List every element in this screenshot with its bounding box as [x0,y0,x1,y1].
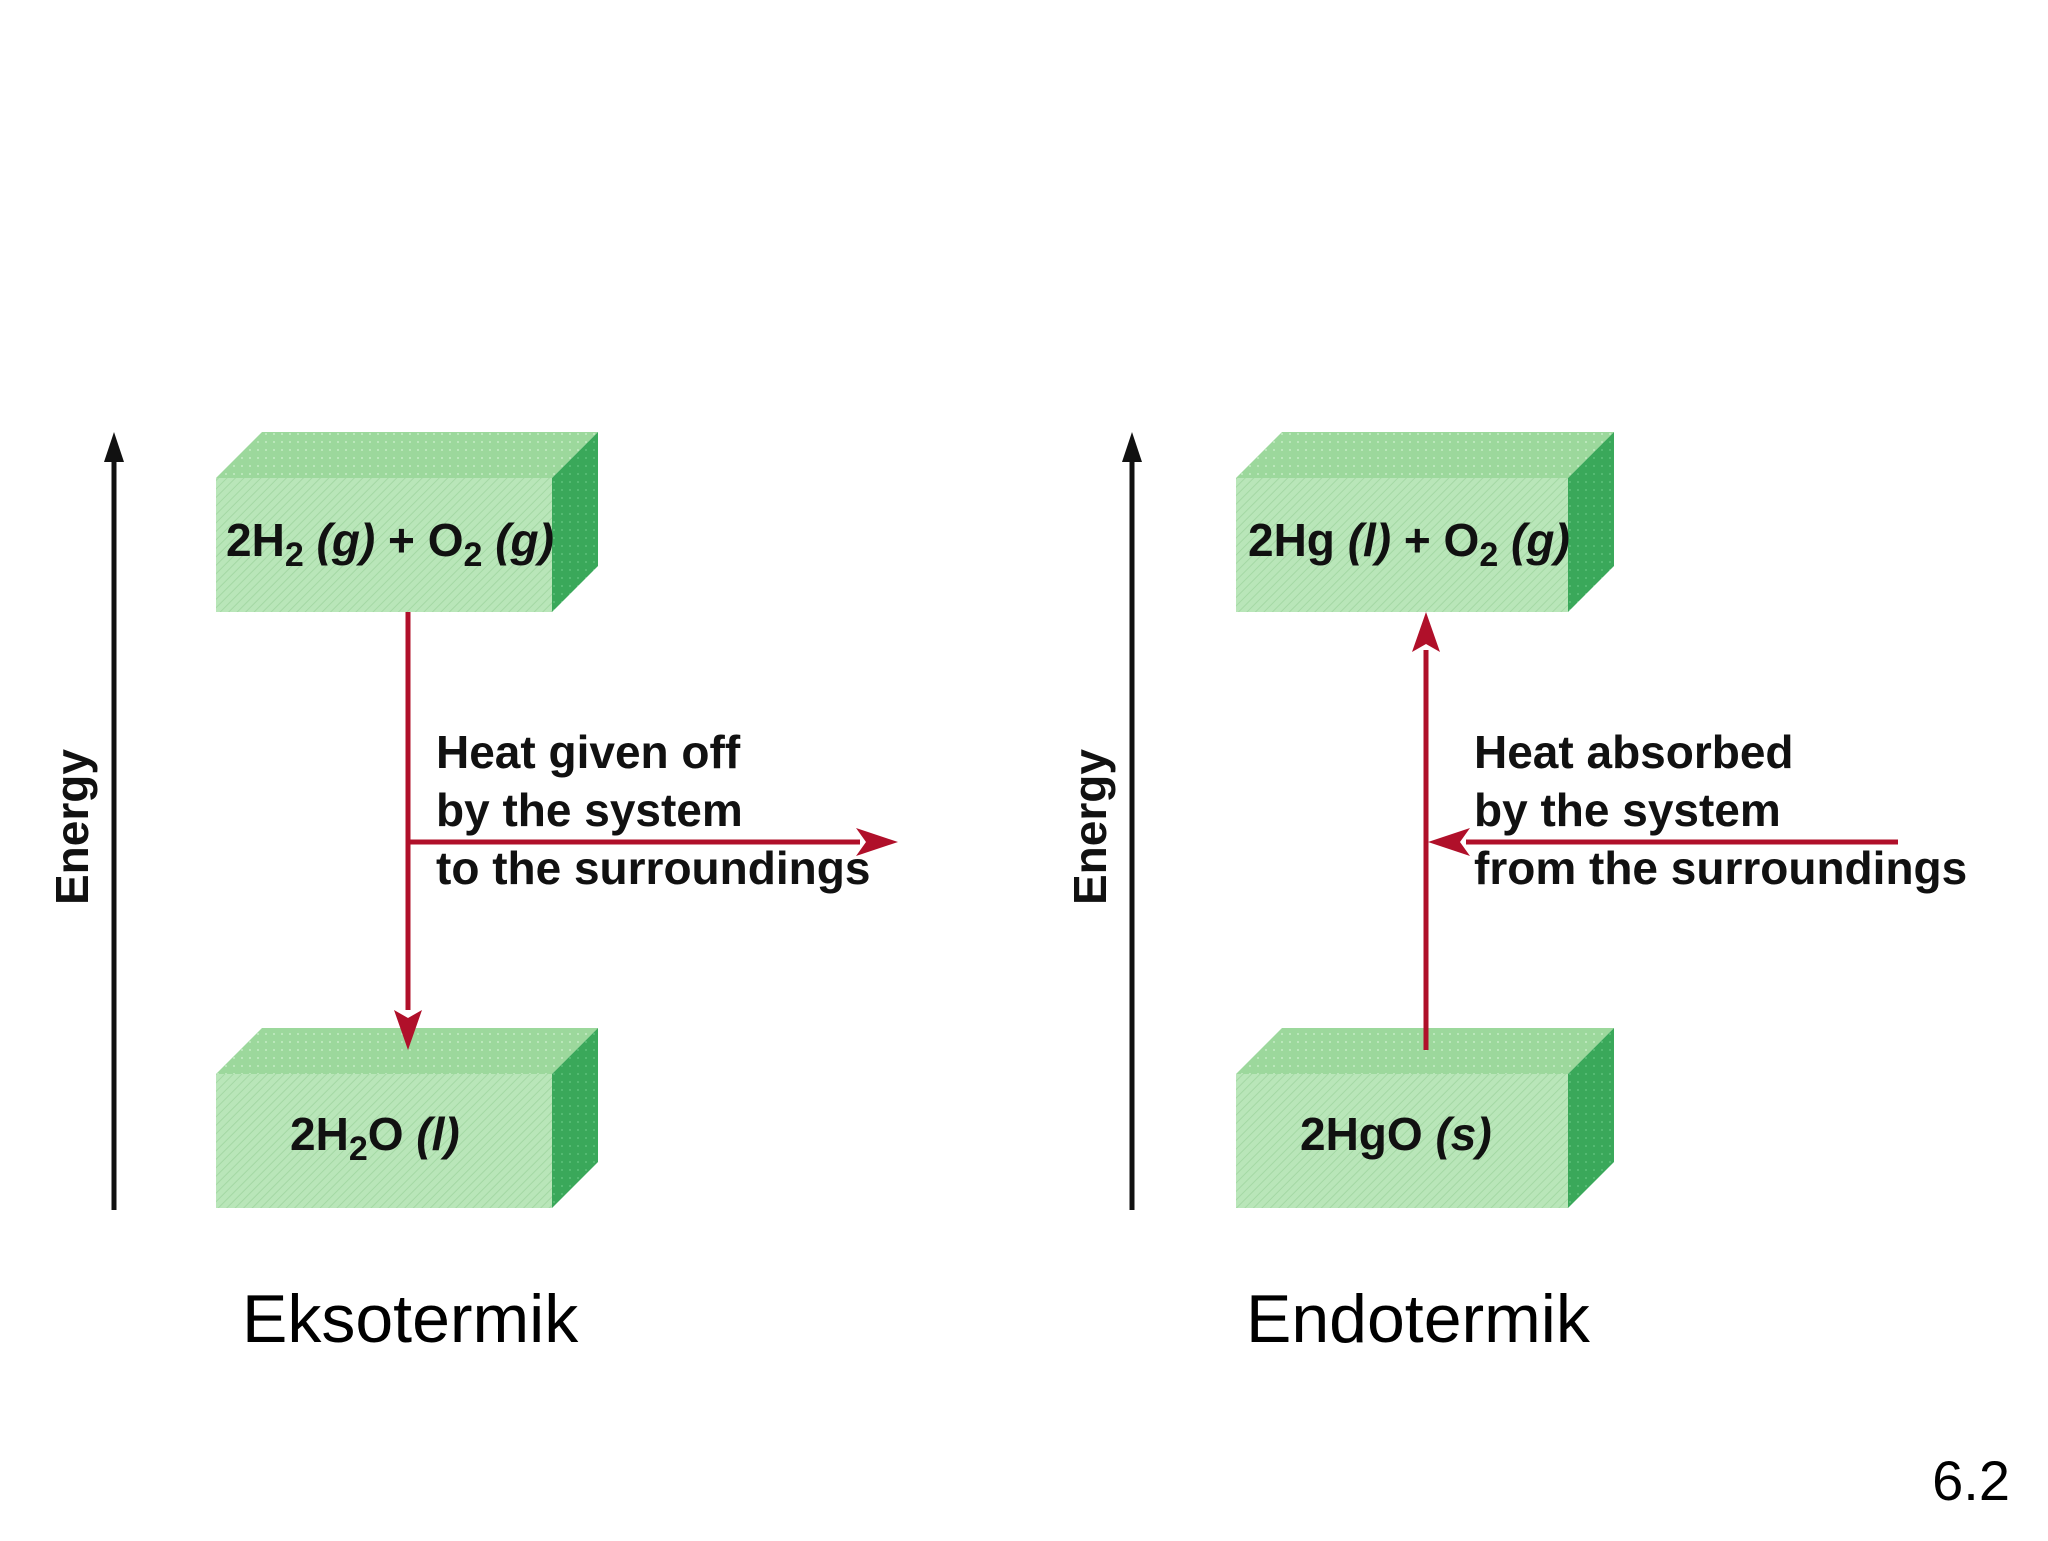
products-formula: 2Hg (l) + O2 (g) [1248,514,1570,574]
heat-label-line-2: by the system [436,784,743,836]
energy-axis-arrowhead [104,432,124,462]
formula-subscript: 2 [285,536,304,574]
slide-number: 6.2 [1932,1449,2010,1512]
heat-label-line-3: to the surroundings [436,842,870,894]
reactants-formula: 2H2 (g) + O2 (g) [226,514,554,574]
exothermic-panel: Energy 2H2 (g) + O2 (g) 2H2O (l) He [46,432,898,1210]
formula-part: 2H [226,514,285,566]
formula-part: (l) [416,1108,459,1160]
heat-label-line-1: Heat given off [436,726,741,778]
formula-part [482,514,495,566]
heat-label-line-2: by the system [1474,784,1781,836]
formula-part: (l) [1348,514,1391,566]
energy-axis-arrowhead [1122,432,1142,462]
exothermic-caption: Eksotermik [242,1281,579,1357]
heat-label-line-3: from the surroundings [1474,842,1967,894]
formula-part: (s) [1435,1108,1491,1160]
formula-subscript: 2 [349,1130,368,1168]
formula-part: 2H [290,1108,349,1160]
formula-part: 2HgO [1300,1108,1435,1160]
heat-arrowhead [1428,828,1470,856]
heat-arrowhead [856,828,898,856]
formula-part: O [368,1108,417,1160]
energy-axis-label: Energy [46,749,98,905]
formula-part: (g) [1511,514,1570,566]
formula-part: + O [1391,514,1479,566]
reaction-arrowhead [1412,612,1440,652]
reactants-box: 2H2 (g) + O2 (g) [216,432,598,612]
formula-part: (g) [495,514,554,566]
reactants-formula: 2HgO (s) [1300,1108,1492,1160]
formula-part: + O [375,514,463,566]
formula-part [304,514,317,566]
endothermic-caption: Endotermik [1246,1281,1590,1357]
formula-part: 2Hg [1248,514,1348,566]
formula-subscript: 2 [463,536,482,574]
reaction-arrowhead [394,1010,422,1050]
formula-subscript: 2 [1479,536,1498,574]
products-box: 2Hg (l) + O2 (g) [1236,432,1614,612]
energy-axis-label: Energy [1064,749,1116,905]
reactants-box: 2HgO (s) [1236,1028,1614,1208]
heat-label-line-1: Heat absorbed [1474,726,1794,778]
endothermic-panel: Energy 2Hg (l) + O2 (g) 2HgO (s) He [1064,432,1967,1210]
formula-part: (g) [317,514,376,566]
formula-part [1498,514,1511,566]
products-box: 2H2O (l) [216,1028,598,1208]
products-formula: 2H2O (l) [290,1108,460,1168]
